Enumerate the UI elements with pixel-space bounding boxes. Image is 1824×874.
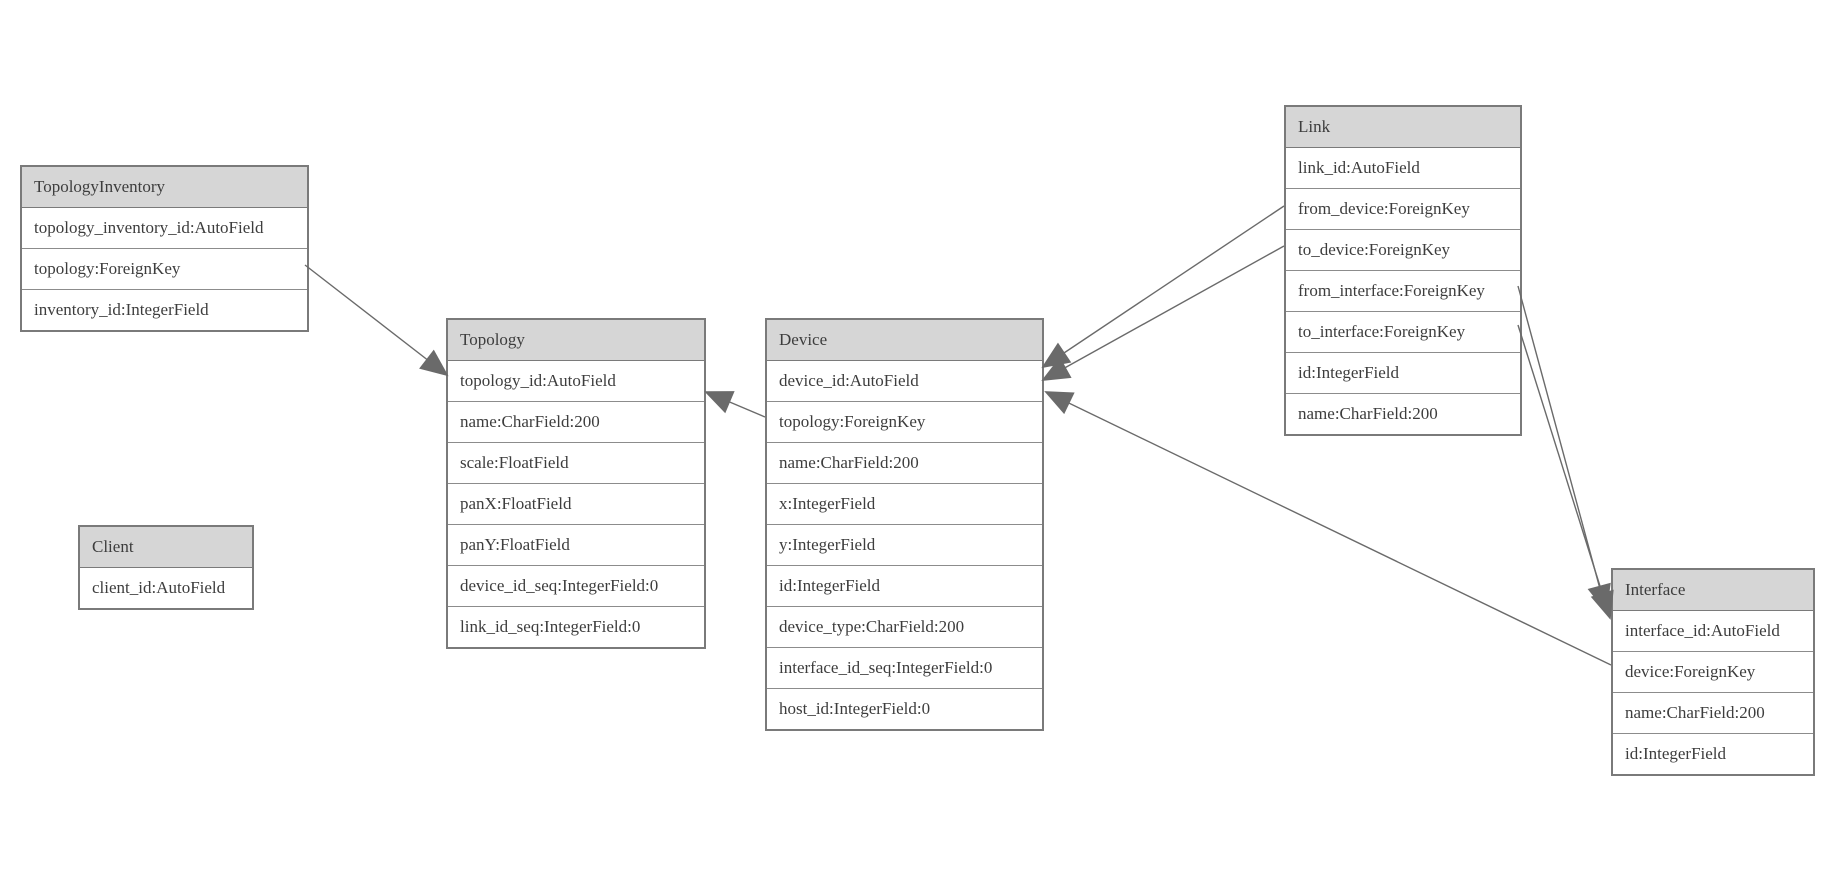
table-title-interface: Interface [1613,570,1813,611]
field-row-link: name:CharField:200 [1298,404,1438,423]
field-row-topology: topology_id:AutoField [448,361,704,402]
field-row-link: from_device:ForeignKey [1286,189,1520,230]
field-row-device: name:CharField:200 [767,443,1042,484]
field-row-link: to_interface:ForeignKey [1286,312,1520,353]
field-row-interface: name:CharField:200 [1613,693,1813,734]
field-row-topology-inventory: inventory_id:IntegerField [34,300,209,319]
field-row-device: y:IntegerField [767,525,1042,566]
field-row-link: from_interface:ForeignKey [1286,271,1520,312]
field-row-interface: device:ForeignKey [1613,652,1813,693]
field-row-device: interface_id_seq:IntegerField:0 [767,648,1042,689]
field-row-device: x:IntegerField [767,484,1042,525]
field-row-device: host_id:IntegerField:0 [779,699,931,718]
field-row-link: to_device:ForeignKey [1286,230,1520,271]
relationship-line-link-to-device [1041,245,1285,381]
field-row-device: id:IntegerField [767,566,1042,607]
field-row-topology: panX:FloatField [448,484,704,525]
field-row-interface: id:IntegerField [1625,744,1727,763]
field-row-topology: panY:FloatField [448,525,704,566]
field-row-device: topology:ForeignKey [767,402,1042,443]
table-title-topology-inventory: TopologyInventory [22,167,307,208]
relationship-line-link-to-interface [1517,324,1614,620]
field-row-topology: name:CharField:200 [448,402,704,443]
table-title-device: Device [767,320,1042,361]
field-row-topology: device_id_seq:IntegerField:0 [448,566,704,607]
field-row-topology-inventory: topology_inventory_id:AutoField [22,208,307,249]
table-client: Client client_id:AutoField [78,525,254,610]
field-row-link: link_id:AutoField [1286,148,1520,189]
field-row-device: device_id:AutoField [767,361,1042,402]
field-row-device: device_type:CharField:200 [767,607,1042,648]
table-title-client: Client [80,527,252,568]
relationship-line-topologyinventory-topology [304,264,449,377]
field-row-link: id:IntegerField [1286,353,1520,394]
table-title-link: Link [1286,107,1520,148]
relationship-line-device-topology [704,391,766,418]
field-row-topology: link_id_seq:IntegerField:0 [460,617,641,636]
field-row-interface: interface_id:AutoField [1613,611,1813,652]
field-row-topology-inventory: topology:ForeignKey [22,249,307,290]
table-title-topology: Topology [448,320,704,361]
field-row-topology: scale:FloatField [448,443,704,484]
relationship-line-link-from-interface [1517,285,1611,613]
field-row-client: client_id:AutoField [92,578,226,597]
relationship-line-link-from-device [1041,205,1285,369]
